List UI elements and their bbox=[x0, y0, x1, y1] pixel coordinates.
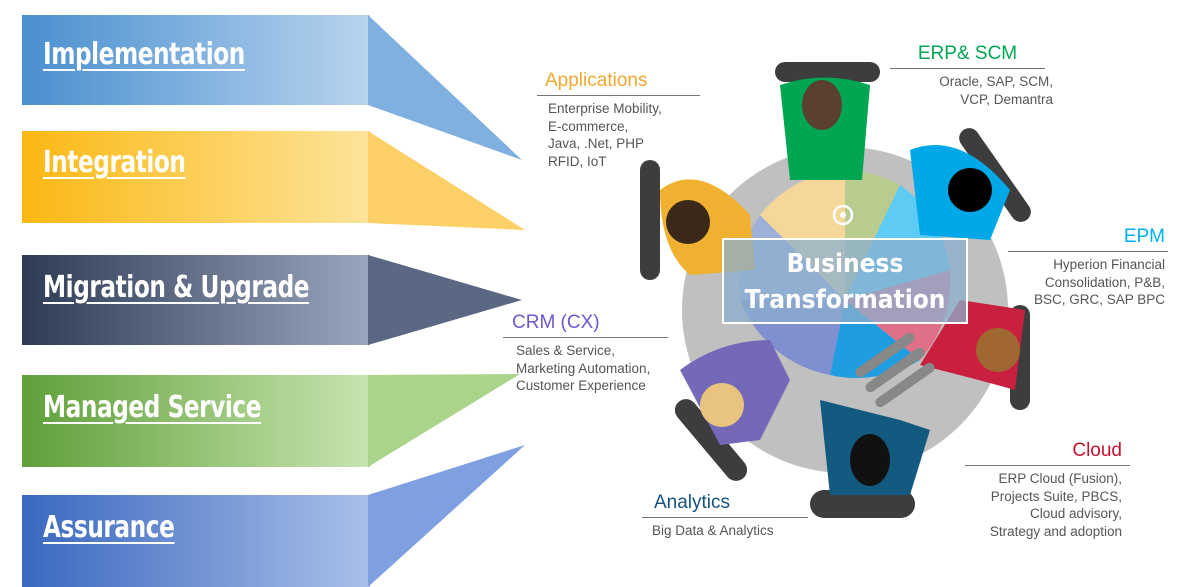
desc-line: Marketing Automation, bbox=[516, 360, 651, 376]
person-purple bbox=[674, 340, 790, 481]
category-title: Cloud bbox=[1072, 440, 1122, 461]
desc-line: Hyperion Financial bbox=[1053, 257, 1165, 272]
category-title: Analytics bbox=[654, 492, 731, 513]
category-title: ERP& SCM bbox=[917, 43, 1018, 64]
person-navy bbox=[810, 400, 930, 518]
band-label-migration: Migration & Upgrade bbox=[43, 270, 310, 305]
band-assurance bbox=[22, 445, 525, 587]
category-applications: Applications Enterprise Mobility, E-comm… bbox=[537, 70, 700, 170]
band-migration bbox=[22, 255, 522, 345]
desc-line: Consolidation, P&B, bbox=[1044, 274, 1165, 290]
band-managed-service bbox=[22, 374, 520, 467]
band-implementation bbox=[22, 15, 522, 160]
category-crm: CRM (CX) Sales & Service, Marketing Auto… bbox=[503, 312, 668, 395]
laptop bbox=[855, 332, 935, 408]
desc-line: Projects Suite, PBCS, bbox=[990, 488, 1122, 504]
desc-line: Oracle, SAP, SCM, bbox=[939, 74, 1053, 89]
band-label-managed-service: Managed Service bbox=[43, 390, 262, 425]
center-line2: Transformation bbox=[744, 285, 946, 315]
category-cloud: Cloud ERP Cloud (Fusion), Projects Suite… bbox=[965, 440, 1130, 540]
desc-line: BSC, GRC, SAP BPC bbox=[1033, 292, 1165, 307]
category-epm: EPM Hyperion Financial Consolidation, P&… bbox=[1008, 226, 1168, 309]
desc-line: ERP Cloud (Fusion), bbox=[998, 471, 1122, 486]
category-title: Applications bbox=[545, 70, 648, 91]
person-green bbox=[775, 62, 880, 180]
desc-line: Customer Experience bbox=[516, 378, 646, 393]
desc-line: Sales & Service, bbox=[516, 343, 616, 358]
band-integration bbox=[22, 131, 525, 230]
category-erp-scm: ERP& SCM Oracle, SAP, SCM, VCP, Demantra bbox=[890, 43, 1053, 108]
desc-line: Strategy and adoption bbox=[989, 523, 1122, 539]
business-transformation-box: Business Transformation bbox=[722, 238, 968, 324]
category-title: EPM bbox=[1123, 226, 1165, 247]
desc-line: Java, .Net, PHP bbox=[548, 136, 645, 151]
desc-line: Enterprise Mobility, bbox=[548, 101, 662, 116]
target-icon bbox=[832, 204, 854, 226]
desc-line: VCP, Demantra bbox=[960, 91, 1053, 107]
center-line1: Business bbox=[786, 249, 904, 279]
band-label-implementation: Implementation bbox=[43, 37, 245, 72]
desc-line: E-commerce, bbox=[548, 118, 629, 134]
person-blue bbox=[910, 128, 1031, 240]
band-label-assurance: Assurance bbox=[43, 510, 175, 545]
person-yellow bbox=[640, 160, 755, 280]
desc-line: Big Data & Analytics bbox=[652, 523, 774, 538]
category-title: CRM (CX) bbox=[512, 312, 600, 333]
desc-line: Cloud advisory, bbox=[1029, 506, 1122, 521]
category-analytics: Analytics Big Data & Analytics bbox=[642, 492, 808, 540]
desc-line: RFID, IoT bbox=[548, 153, 607, 169]
band-label-integration: Integration bbox=[43, 145, 186, 180]
